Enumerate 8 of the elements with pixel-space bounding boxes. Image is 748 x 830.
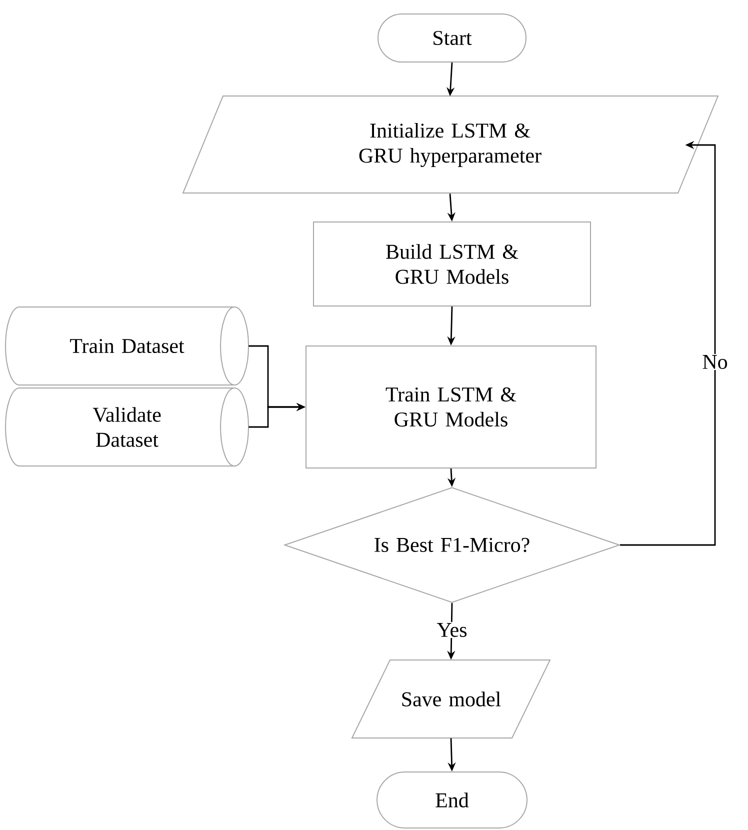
node-label: Validate Dataset: [92, 407, 161, 447]
database-cylinder: Validate Dataset: [5, 388, 249, 466]
process-box: Train LSTM & GRU Models: [306, 346, 596, 468]
database-cylinder: Train Dataset: [5, 306, 249, 386]
node-label: Train Dataset: [70, 338, 184, 354]
edge-label: Yes: [436, 622, 468, 638]
edge-label: No: [701, 354, 729, 370]
process-box: Build LSTM & GRU Models: [313, 222, 591, 306]
